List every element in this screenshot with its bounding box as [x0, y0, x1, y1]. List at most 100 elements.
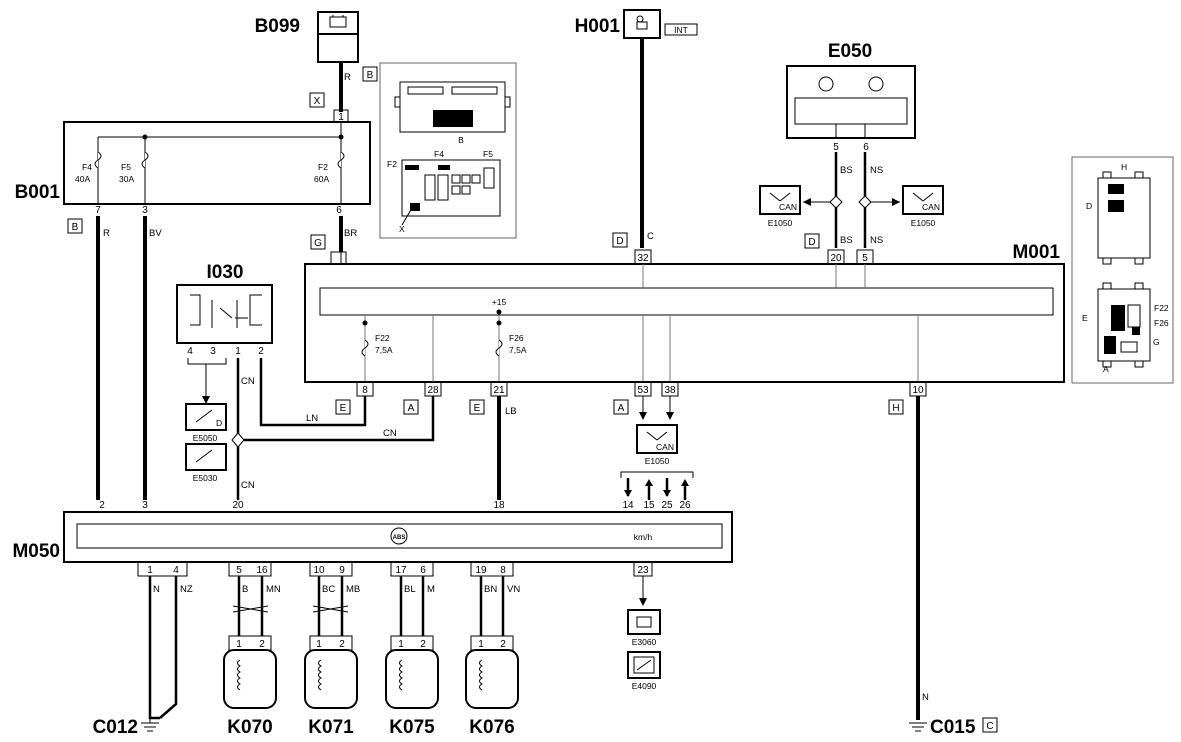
svg-text:1: 1 — [338, 112, 344, 123]
svg-text:14: 14 — [622, 500, 634, 511]
svg-text:E1050: E1050 — [645, 456, 670, 466]
svg-text:BL: BL — [404, 584, 416, 595]
ref-e-m001-21: E — [474, 403, 481, 414]
svg-text:CAN: CAN — [922, 202, 940, 212]
m050-module: M050 2 3 20 18 14 15 25 26 ABS km/h 1 4 … — [12, 500, 733, 577]
svg-text:MN: MN — [266, 584, 281, 595]
svg-text:F2: F2 — [387, 159, 397, 169]
e1050-can-node-left: CAN E1050 — [759, 185, 801, 228]
svg-text:BN: BN — [484, 584, 497, 595]
svg-text:23: 23 — [637, 565, 649, 576]
svg-text:M: M — [427, 584, 435, 595]
svg-text:2: 2 — [258, 346, 264, 357]
svg-text:NZ: NZ — [180, 584, 193, 595]
svg-text:7,5A: 7,5A — [375, 345, 393, 355]
c012-ground: C012 — [93, 717, 159, 738]
k075-sensor: 1 2 K075 — [385, 635, 439, 738]
svg-text:E: E — [1082, 313, 1088, 323]
svg-text:E4090: E4090 — [632, 681, 657, 691]
svg-text:X: X — [399, 224, 405, 234]
svg-text:CN: CN — [241, 376, 255, 387]
svg-text:5: 5 — [236, 565, 242, 576]
svg-text:8: 8 — [500, 565, 506, 576]
svg-text:E5030: E5030 — [193, 473, 218, 483]
svg-text:F26: F26 — [1154, 318, 1169, 328]
svg-text:7: 7 — [95, 205, 101, 216]
svg-text:CAN: CAN — [779, 202, 797, 212]
svg-text:6: 6 — [420, 565, 426, 576]
svg-text:F5: F5 — [483, 149, 493, 159]
svg-text:A: A — [1103, 364, 1109, 374]
b001-location-inset: B F2 F4 F5 X — [379, 62, 517, 239]
svg-text:C: C — [647, 231, 654, 242]
svg-text:25: 25 — [661, 500, 673, 511]
b099-label: B099 — [255, 16, 300, 37]
m001-label: M001 — [1012, 242, 1060, 263]
fuse-f2: F2 — [318, 162, 328, 172]
b001-fuse-box: B001 F4 40A F5 30A F2 60A 7 3 6 — [15, 121, 371, 216]
svg-text:2: 2 — [259, 639, 265, 650]
svg-text:1: 1 — [478, 639, 484, 650]
ref-b-b001: B — [72, 222, 79, 233]
ref-b-b099: B — [367, 70, 374, 81]
svg-text:16: 16 — [256, 565, 268, 576]
svg-text:1: 1 — [147, 565, 153, 576]
fuse-f4: F4 — [82, 162, 92, 172]
svg-text:R: R — [103, 228, 110, 239]
i030-switch: I030 4 3 1 2 — [176, 262, 273, 357]
svg-text:E3060: E3060 — [632, 637, 657, 647]
svg-text:21: 21 — [493, 385, 505, 396]
ref-a-m001-28: A — [408, 403, 415, 414]
svg-text:N: N — [922, 692, 929, 703]
ref-h-m001: H — [892, 403, 899, 414]
svg-text:5: 5 — [862, 253, 868, 264]
svg-text:MB: MB — [346, 584, 360, 595]
e1050-can-node-right: CAN E1050 — [902, 185, 944, 228]
svg-text:LN: LN — [306, 413, 318, 424]
svg-text:D: D — [216, 418, 222, 428]
fuse-f5: F5 — [121, 162, 131, 172]
svg-text:3: 3 — [142, 500, 148, 511]
ref-d-e050: D — [808, 237, 815, 248]
c015-ground: C015 C — [909, 717, 998, 738]
k075-label: K075 — [389, 717, 435, 738]
svg-text:CAN: CAN — [656, 442, 674, 452]
fuse-f22: F22 — [375, 333, 390, 343]
svg-text:6: 6 — [336, 205, 342, 216]
svg-text:26: 26 — [679, 500, 691, 511]
svg-text:30A: 30A — [119, 174, 134, 184]
k071-sensor: 1 2 K071 — [304, 635, 358, 738]
m001-module: M001 32 20 5 +15 F22 7,5A F26 7,5A 8 28 — [304, 242, 1065, 397]
svg-text:+15: +15 — [492, 297, 507, 307]
svg-text:H: H — [1121, 162, 1127, 172]
abs-icon: ABS — [393, 535, 406, 541]
svg-text:32: 32 — [637, 253, 649, 264]
svg-text:5: 5 — [833, 142, 839, 153]
svg-text:NS: NS — [870, 235, 883, 246]
c012-label: C012 — [93, 717, 138, 738]
svg-text:1: 1 — [316, 639, 322, 650]
e050-component: E050 5 6 — [786, 41, 916, 153]
k071-label: K071 — [308, 717, 354, 738]
k070-label: K070 — [227, 717, 272, 738]
svg-text:2: 2 — [500, 639, 506, 650]
svg-text:1: 1 — [236, 639, 242, 650]
svg-text:53: 53 — [637, 385, 649, 396]
svg-text:E5050: E5050 — [193, 433, 218, 443]
e4090-node: E4090 — [627, 651, 661, 691]
svg-text:1: 1 — [398, 639, 404, 650]
svg-text:9: 9 — [339, 565, 345, 576]
svg-text:1: 1 — [235, 346, 241, 357]
svg-text:3: 3 — [210, 346, 216, 357]
svg-text:38: 38 — [664, 385, 676, 396]
e3060-node: E3060 — [627, 609, 661, 647]
svg-text:INT: INT — [674, 25, 688, 35]
b099-battery: B099 — [255, 11, 359, 63]
svg-text:F22: F22 — [1154, 303, 1169, 313]
m001-location-inset: H D F22 F26 G E A — [1071, 156, 1174, 384]
svg-text:NS: NS — [870, 165, 883, 176]
svg-text:E1050: E1050 — [768, 218, 793, 228]
e1050-can-node-bottom: CAN E1050 — [636, 424, 678, 466]
svg-text:10: 10 — [313, 565, 325, 576]
